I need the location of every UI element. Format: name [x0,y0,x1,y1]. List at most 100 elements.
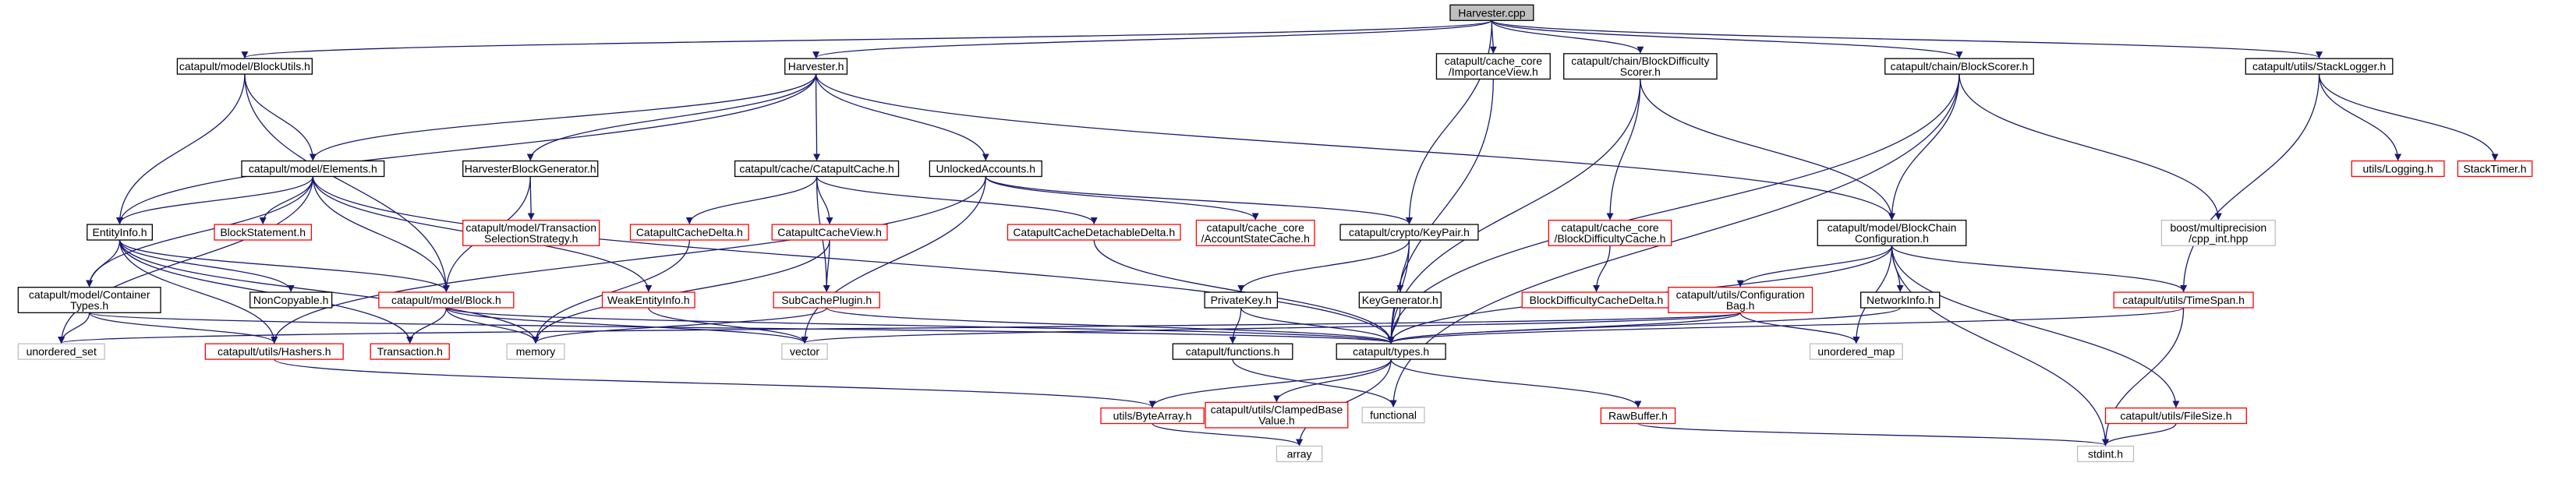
edge-harvester_h-to-catapult_cache [813,74,821,161]
node-catapult-cache-detachable-delta[interactable]: CatapultCacheDetachableDelta.h [1007,224,1181,241]
node-elements[interactable]: catapult/model/Elements.h [241,160,385,178]
node-label: catapult/functions.h [1186,345,1280,358]
node-hashers[interactable]: catapult/utils/Hashers.h [204,343,344,360]
node-label: UnlockedAccounts.h [936,163,1035,175]
node-box [1339,224,1479,241]
edge-sub_cache_plugin-to-memory [532,307,827,344]
node-functions[interactable]: catapult/functions.h [1172,343,1293,360]
node-stack-timer[interactable]: StackTimer.h [2457,160,2533,178]
edge-entity_info-to-container_types [86,239,121,288]
node-box [929,160,1042,178]
node-key-generator[interactable]: KeyGenerator.h [1358,291,1442,309]
node-transaction-h[interactable]: Transaction.h [370,343,450,360]
node-label: utils/Logging.h [2362,163,2433,175]
edge-block_chain_configuration-to-time_span [1891,245,2188,292]
edge-catapult_cache-to-catapult_cache_detachable_delta [816,176,1098,224]
edge-network_info-to-types [1387,307,1901,344]
node-label: SelectionStrategy.h [484,232,578,245]
node-time-span[interactable]: catapult/utils/TimeSpan.h [2113,291,2254,309]
node-box [1205,401,1349,429]
edge-key_pair-to-private_key [1237,239,1410,292]
node-box [2245,58,2394,75]
node-box [781,343,828,360]
node-types[interactable]: catapult/types.h [1336,343,1446,360]
node-label: catapult/utils/Configuration [1676,288,1805,301]
edge-harvester_cpp-to-harvester_h [812,19,1493,59]
edge-block_chain_configuration-to-file_size [1891,245,2180,408]
node-block-difficulty-cache[interactable]: catapult/cache_core/BlockDifficultyCache… [1548,219,1672,246]
edge-hashers-to-byte_array [274,358,1156,408]
node-weak-entity-info[interactable]: WeakEntityInfo.h [601,291,695,309]
edge-sub_cache_plugin-to-types [826,307,1395,344]
edge-harvester_cpp-to-stack_logger [1491,19,2323,59]
node-block-scorer[interactable]: catapult/chain/BlockScorer.h [1884,58,2034,75]
node-non-copyable[interactable]: NonCopyable.h [249,291,333,309]
node-label: catapult/model/BlockUtils.h [179,60,310,72]
node-box [1600,407,1676,425]
edge-types-to-clamped_base_value [1272,358,1392,403]
node-label: /AccountStateCache.h [1201,232,1310,245]
node-box [2457,160,2533,178]
node-box [87,224,153,241]
node-label: catapult/cache_core [1207,221,1305,234]
node-catapult-cache[interactable]: catapult/cache/CatapultCache.h [734,160,900,178]
node-harvester-cpp[interactable]: Harvester.cpp [1449,4,1534,21]
node-importance-view[interactable]: catapult/cache_core/ImportanceView.h [1435,53,1551,80]
node-label: array [1287,447,1312,460]
edge-harvester_h-to-elements [309,74,817,161]
node-block-utils[interactable]: catapult/model/BlockUtils.h [176,58,313,75]
node-network-info[interactable]: NetworkInfo.h [1860,291,1941,309]
node-box [249,291,333,309]
edge-key_pair-to-key_generator [1396,239,1410,292]
edge-harvester_cpp-to-block_utils [241,19,1493,59]
node-block-statement[interactable]: BlockStatement.h [214,224,313,241]
node-key-pair[interactable]: catapult/crypto/KeyPair.h [1339,224,1479,241]
node-box [17,287,161,313]
node-harvester-h[interactable]: Harvester.h [784,58,848,75]
node-box [378,291,515,309]
edge-private_key-to-functions [1229,307,1242,344]
node-transaction-selection-strategy[interactable]: catapult/model/TransactionSelectionStrat… [462,219,600,246]
edge-block_chain_configuration-to-configuration_bag [1736,245,1893,288]
node-unlocked-accounts[interactable]: UnlockedAccounts.h [929,160,1042,178]
node-block-difficulty-cache-delta[interactable]: BlockDifficultyCacheDelta.h [1521,291,1672,309]
node-box [1336,343,1446,360]
edge-container_types-to-types [89,312,1394,344]
node-label: catapult/model/Transaction [465,221,596,234]
node-label: unordered_set [27,345,97,358]
node-sub-cache-plugin[interactable]: SubCachePlugin.h [773,291,880,309]
node-box [17,343,105,360]
node-byte-array[interactable]: utils/ByteArray.h [1100,407,1205,425]
node-label: catapult/model/Block.h [391,294,501,306]
node-label: catapult/utils/ClampedBase [1211,404,1343,416]
node-label: EntityInfo.h [93,226,147,238]
node-label: unordered_map [1817,345,1895,358]
node-private-key[interactable]: PrivateKey.h [1204,291,1279,309]
node-catapult-cache-delta[interactable]: CatapultCacheDelta.h [629,224,749,241]
node-harvester-block-generator[interactable]: HarvesterBlockGenerator.h [462,160,599,178]
node-box [370,343,450,360]
node-account-state-cache[interactable]: catapult/cache_core/AccountStateCache.h [1195,219,1315,246]
node-entity-info[interactable]: EntityInfo.h [87,224,153,241]
node-stack-logger[interactable]: catapult/utils/StackLogger.h [2245,58,2394,75]
node-raw-buffer[interactable]: RawBuffer.h [1600,407,1676,425]
node-label: Harvester.cpp [1458,6,1526,19]
edge-harvester_h-to-entity_info [116,74,817,224]
node-file-size[interactable]: catapult/utils/FileSize.h [2104,407,2247,425]
edge-entity_info-to-block_h [119,239,450,292]
edge-block_difficulty_scorer-to-block_difficulty_cache [1606,79,1641,221]
node-box [1817,219,1967,246]
node-block-h[interactable]: catapult/model/Block.h [378,291,515,309]
edge-block_scorer-to-block_chain_configuration [1888,74,1960,221]
node-logging[interactable]: utils/Logging.h [2351,160,2445,178]
edge-block_scorer-to-multiprecision [1959,74,2222,221]
node-label: NetworkInfo.h [1867,294,1934,306]
node-catapult-cache-view[interactable]: CatapultCacheView.h [771,224,888,241]
edge-block_h-to-types [445,307,1395,344]
node-label: utils/ByteArray.h [1113,410,1192,422]
